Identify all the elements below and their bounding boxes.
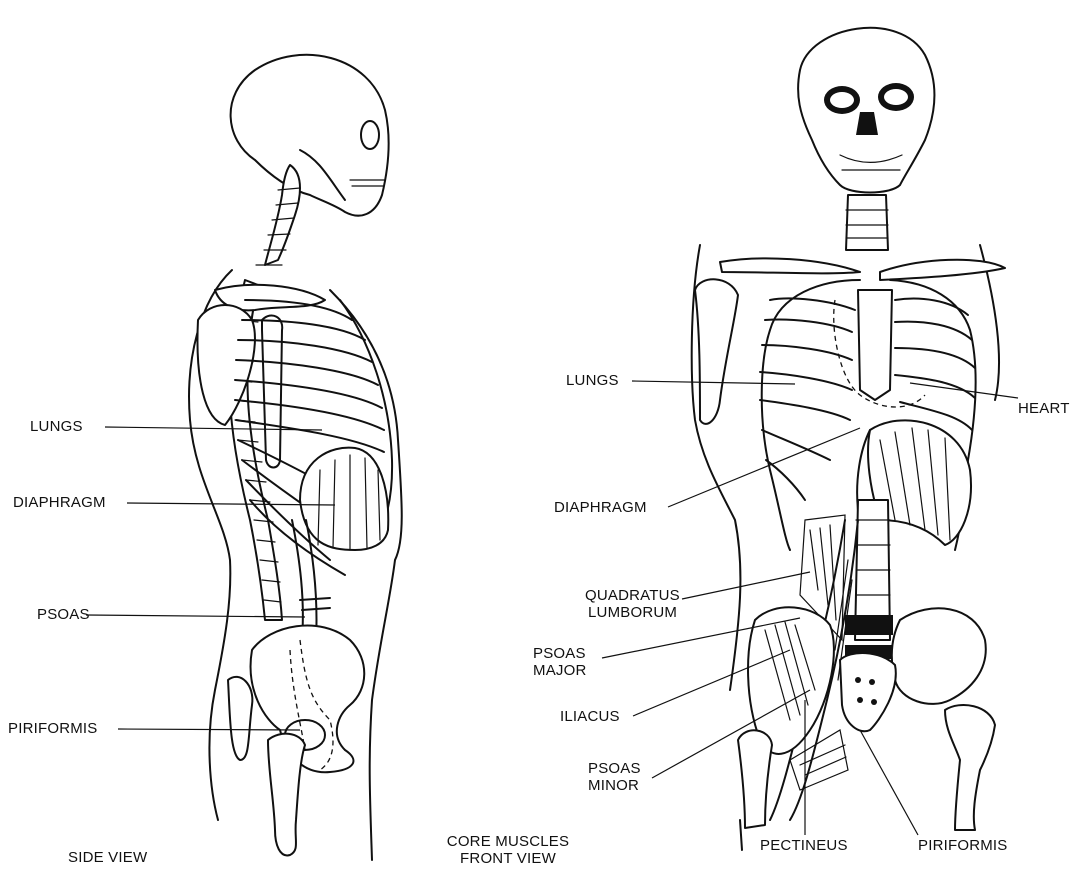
side-psoas-muscle: [292, 520, 303, 640]
side-diaphragm: [300, 448, 388, 550]
center-caption-line2: FRONT VIEW: [428, 850, 588, 867]
front-cervical-spine: [846, 195, 888, 250]
front-view-skeleton: [692, 28, 1005, 850]
front-label-psoas-minor-line1: PSOAS: [588, 760, 641, 777]
side-femur: [268, 734, 305, 856]
front-label-psoas-minor-line2: MINOR: [588, 777, 639, 794]
front-label-heart: HEART: [1018, 400, 1070, 417]
side-label-psoas: PSOAS: [37, 606, 90, 623]
front-label-lungs: LUNGS: [566, 372, 619, 389]
side-piriformis-leader: [118, 729, 300, 730]
side-label-piriformis: PIRIFORMIS: [8, 720, 98, 737]
front-clavicle-left: [720, 258, 860, 273]
front-femur-left: [738, 730, 772, 828]
side-label-lungs: LUNGS: [30, 418, 83, 435]
center-caption-line1: CORE MUSCLES: [428, 833, 588, 850]
front-label-iliacus: ILIACUS: [560, 708, 620, 725]
side-body-outline-front: [330, 290, 402, 860]
front-label-piriformis: PIRIFORMIS: [918, 837, 1008, 854]
front-label-quadratus-line1: QUADRATUS: [585, 587, 680, 604]
front-label-psoas-major-line2: MAJOR: [533, 662, 587, 679]
front-clavicle-right: [880, 260, 1005, 280]
front-sternum: [858, 290, 892, 400]
side-view-caption: SIDE VIEW: [68, 849, 147, 866]
front-quadratus-leader: [682, 572, 810, 599]
front-label-quadratus-line2: LUMBORUM: [588, 604, 677, 621]
front-heart-leader: [910, 383, 1018, 398]
front-femur-right: [945, 705, 995, 830]
front-skull: [798, 28, 934, 193]
front-label-diaphragm: DIAPHRAGM: [554, 499, 647, 516]
side-label-diaphragm: DIAPHRAGM: [13, 494, 106, 511]
front-humerus: [695, 279, 738, 424]
side-view-skeleton: [189, 55, 402, 860]
side-skull: [231, 55, 389, 216]
front-piriformis-leader: [860, 730, 918, 835]
side-shoulder: [197, 285, 325, 468]
front-label-pectineus: PECTINEUS: [760, 837, 848, 854]
front-label-psoas-major-line1: PSOAS: [533, 645, 586, 662]
